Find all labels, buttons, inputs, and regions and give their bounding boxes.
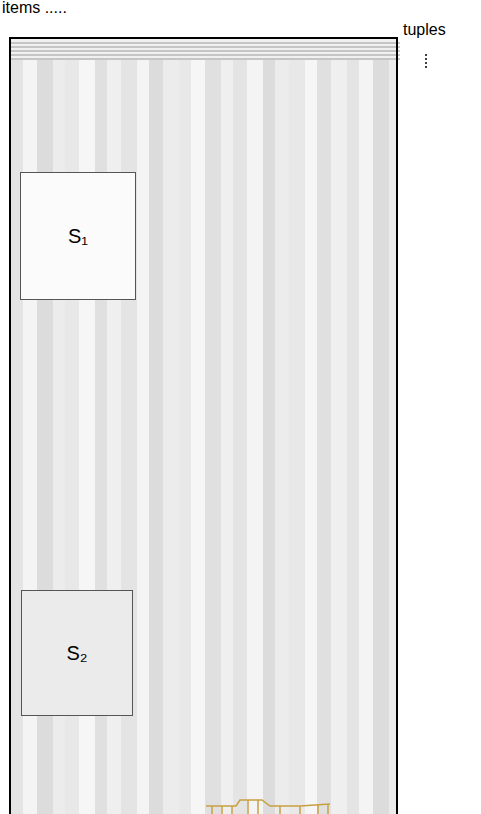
subset-name: S₁ bbox=[68, 225, 88, 248]
subset-name: S₂ bbox=[66, 642, 87, 665]
axis-heading: items ..... bbox=[2, 0, 67, 17]
axis-label: tuples bbox=[403, 21, 446, 39]
relation-table: items .....S₁S₂ bbox=[10, 38, 397, 814]
subset-box: S₁ bbox=[20, 172, 136, 300]
subset-box: S₂ bbox=[21, 590, 133, 716]
